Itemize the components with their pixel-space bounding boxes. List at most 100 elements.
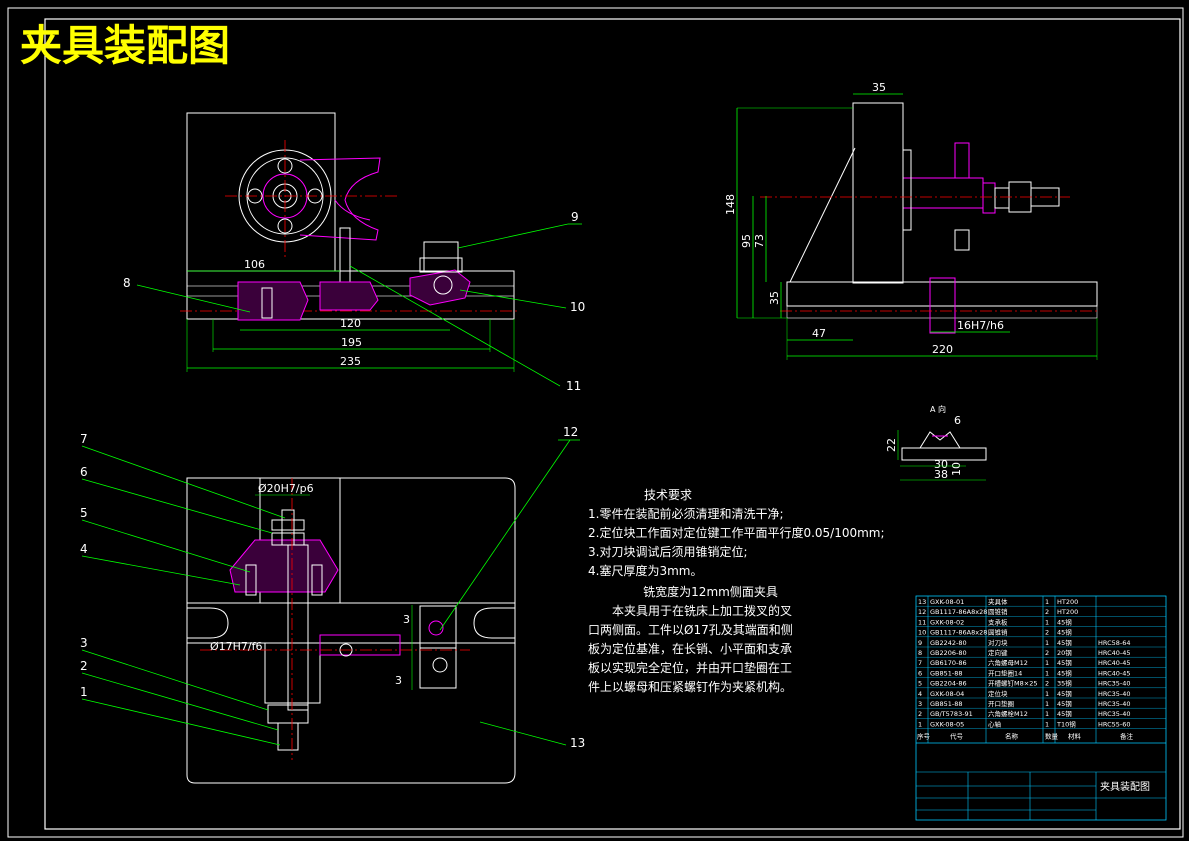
dim-side-7: 220 — [932, 343, 953, 356]
dim-detail-1: 6 — [954, 414, 961, 427]
fixture-description: 铣宽度为12mm侧面夹具 本夹具用于在铣床上加工拨叉的叉 口两侧面。工件以Ø17… — [588, 583, 833, 697]
bom-cell: 3 — [918, 700, 922, 708]
dim-side-2: 148 — [724, 194, 737, 215]
bom-cell: HRC35-40 — [1098, 680, 1131, 688]
dim-detail-3: 30 — [934, 458, 948, 471]
callout-1: 1 — [80, 685, 88, 699]
bom-cell: 定向键 — [988, 648, 1008, 657]
bom-cell: 12 — [918, 608, 926, 616]
dim-front-2: 120 — [340, 317, 361, 330]
bom-cell: 2 — [1045, 608, 1049, 616]
bom-cell: 45钢 — [1057, 639, 1072, 647]
bom-cell: HT200 — [1057, 608, 1078, 616]
side-view: 35 148 95 73 35 47 220 16H7/h6 — [724, 81, 1100, 360]
bom-cell: 六角螺母M12 — [988, 658, 1028, 667]
bom-cell: 开口垫圈 — [988, 699, 1014, 708]
outer-frame — [7, 7, 1184, 838]
bom-cell: 45钢 — [1057, 618, 1072, 626]
top-view: Ø20H7/p6 Ø17H7/f6 3 3 7 6 5 4 3 2 1 12 1… — [80, 425, 585, 784]
bom-cell: 圆锥销 — [988, 607, 1008, 616]
bom-cell: 心轴 — [988, 719, 1002, 728]
description-line-2: 口两侧面。工件以Ø17孔及其端面和侧 — [588, 623, 793, 637]
dim-top-2: Ø17H7/f6 — [210, 640, 263, 653]
bom-cell: 开槽螺钉M8×25 — [988, 679, 1037, 688]
bom-cell: 45钢 — [1057, 690, 1072, 698]
bom-cell: GB2206-80 — [930, 649, 967, 657]
bom-cell: 10 — [918, 629, 926, 637]
dim-front-1: 106 — [244, 258, 265, 271]
description-line-5: 件上以螺母和压紧螺钉作为夹紧机构。 — [588, 680, 793, 694]
bom-cell: 45钢 — [1057, 629, 1072, 637]
bom-cell: HRC35-40 — [1098, 690, 1131, 698]
bom-cell: GB2204-86 — [930, 680, 967, 688]
bom-cell: 1 — [1045, 720, 1049, 728]
callout-5: 5 — [80, 506, 88, 520]
bom-cell: 45钢 — [1057, 669, 1072, 677]
detail-label: A 向 — [930, 404, 946, 414]
bom-cell: HRC40-45 — [1098, 669, 1131, 677]
dim-top-3: 3 — [403, 613, 410, 626]
dim-side-8: 16H7/h6 — [957, 319, 1004, 332]
bom-cell: 7 — [918, 659, 922, 667]
bom-cell: GXK-08-02 — [930, 618, 964, 626]
dim-top-4: 3 — [395, 674, 402, 687]
bom-header-cell: 材料 — [1068, 732, 1082, 741]
bom-cell: 9 — [918, 639, 922, 647]
drawing-title: 夹具装配图 — [20, 21, 230, 70]
bom-cell: 2 — [918, 710, 922, 718]
bom-cell: 2 — [1045, 649, 1049, 657]
tech-item-1: 1.零件在装配前必须清理和清洗干净; — [588, 507, 784, 521]
bom-cell: 1 — [1045, 710, 1049, 718]
bom-cell: HRC35-40 — [1098, 710, 1131, 718]
bom-cell: GXK-08-04 — [930, 690, 964, 698]
callout-6: 6 — [80, 465, 88, 479]
bom-header-cell: 代号 — [950, 732, 964, 741]
dim-side-6: 47 — [812, 327, 826, 340]
bom-cell: 6 — [918, 669, 922, 677]
description-line-3: 板为定位基准，在长销、小平面和支承 — [588, 642, 793, 656]
bom-cell: GB/T5783-91 — [930, 710, 973, 718]
bom-cell: GB6170-86 — [930, 659, 967, 667]
bom-cell: 1 — [918, 720, 922, 728]
dim-side-1: 35 — [872, 81, 886, 94]
description-line-4: 板以实现完全定位，并由开口垫圈在工 — [588, 661, 793, 675]
front-view: 106 120 195 235 8 9 10 11 — [123, 112, 585, 393]
bom-cell: 1 — [1045, 618, 1049, 626]
callout-7: 7 — [80, 432, 88, 446]
bom-cell: 8 — [918, 649, 922, 657]
bom-cell: 1 — [1045, 639, 1049, 647]
callout-12: 12 — [563, 425, 578, 439]
dim-detail-4: 38 — [934, 468, 948, 481]
dim-side-4: 73 — [753, 234, 766, 248]
description-line-1: 本夹具用于在铣床上加工拨叉的叉 — [612, 604, 793, 618]
bom-cell: GB2242-80 — [930, 639, 967, 647]
bom-cell: GB851-88 — [930, 669, 963, 677]
tech-item-4: 4.塞尺厚度为3mm。 — [588, 564, 703, 578]
bom-header-cell: 数量 — [1045, 732, 1059, 741]
dim-detail-2: 22 — [885, 438, 898, 452]
bom-cell: 45钢 — [1057, 710, 1072, 718]
bom-cell: GXK-08-01 — [930, 598, 964, 606]
bom-cell: 2 — [1045, 629, 1049, 637]
dim-detail-5: 10 — [950, 462, 963, 476]
inner-frame — [44, 18, 1181, 830]
bom-cell: HRC58-64 — [1098, 639, 1131, 647]
bom-cell: GB851-88 — [930, 700, 963, 708]
callout-8: 8 — [123, 276, 131, 290]
bom-cell: 35钢 — [1057, 680, 1072, 688]
tech-heading: 技术要求 — [644, 488, 693, 502]
bom-cell: 夹具体 — [988, 597, 1008, 606]
bom-cell: HRC40-45 — [1098, 649, 1131, 657]
callout-10: 10 — [570, 300, 585, 314]
bom-cell: 支承板 — [988, 617, 1008, 626]
bom-cell: 13 — [918, 598, 926, 606]
bom-cell: 11 — [918, 618, 926, 626]
bom-cell: HRC40-45 — [1098, 659, 1131, 667]
bom-cell: GB1117-86A8x28 — [930, 608, 987, 616]
bom-header-cell: 备注 — [1120, 732, 1134, 741]
bom-header-cell: 序号 — [917, 732, 931, 741]
bom-cell: 2 — [1045, 680, 1049, 688]
bom-cell: 1 — [1045, 669, 1049, 677]
bom-cell: HT200 — [1057, 598, 1078, 606]
